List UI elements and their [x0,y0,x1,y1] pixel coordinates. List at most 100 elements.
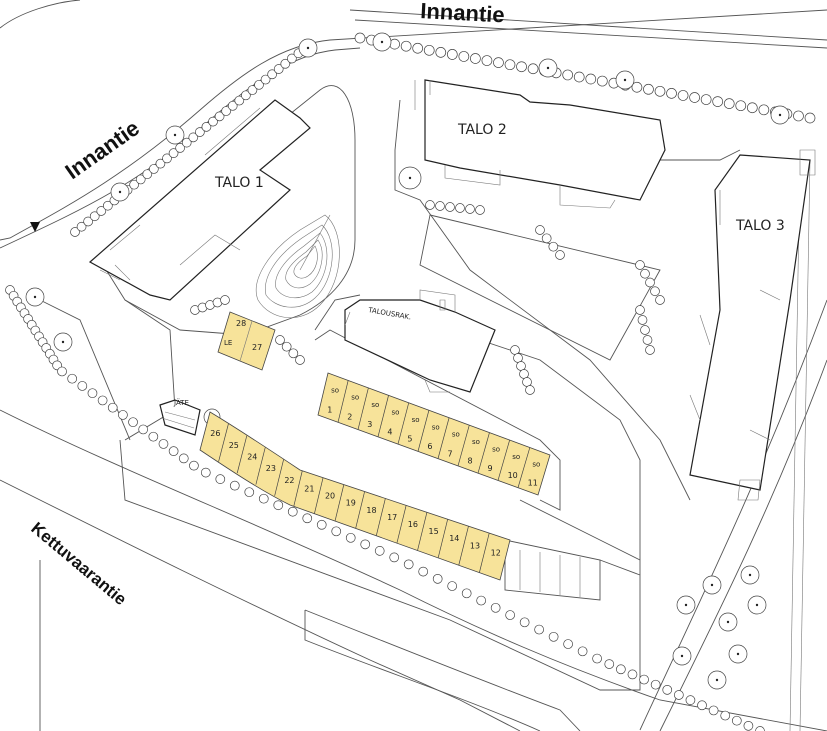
street-label-innantie-top: Innantie [420,0,506,27]
tree [735,100,747,112]
tree [585,73,597,85]
parking-divider [458,526,469,566]
tree [178,453,189,464]
tree [418,566,429,577]
parking-divider [218,423,229,462]
tree [723,98,735,109]
parking-divider [479,532,490,573]
tree [87,388,98,399]
tree [149,164,159,174]
parking-divider [437,519,449,558]
tree [677,90,689,101]
parking-stall-number: 4 [387,427,392,436]
tree [96,206,107,216]
tree [89,211,100,222]
tree [465,204,475,214]
tree [535,225,545,235]
parking-mark: so [512,453,520,461]
parking-stall-number: 8 [468,457,473,466]
parking-divider [274,459,284,496]
parking-stall-number: 13 [470,541,480,550]
parking-mark: so [472,438,480,446]
tree [673,690,684,700]
tree [755,726,765,731]
tree [505,610,515,620]
tree [360,539,371,550]
tree [447,581,458,591]
parking-divider [337,380,349,423]
tree [635,305,645,315]
tree [493,57,504,68]
parking-stall-number: 7 [447,449,452,458]
tree-trunk [173,133,177,137]
tree [260,74,271,85]
tree [302,513,313,524]
tree [83,216,93,227]
tree [616,664,626,675]
tree [201,122,212,132]
parking-stall-number: 21 [304,485,314,494]
tree [731,715,742,726]
tree-trunk [546,66,550,70]
tree [635,260,645,270]
tree [188,132,199,143]
parking-stall-number: 16 [408,520,418,529]
tree [640,325,650,335]
tree [654,85,666,97]
parking-divider [417,512,428,551]
tree [295,355,305,365]
tree [412,42,424,54]
tree [316,519,327,530]
tree [354,32,366,44]
building-talo-1 [88,99,311,301]
tree-trunk [726,620,730,624]
parking-divider [457,425,470,467]
tree [275,335,285,345]
parking-stall-number: 12 [491,548,501,557]
tree [596,75,608,87]
building-talousrak [344,289,496,393]
tree [470,53,481,64]
tree [97,395,108,406]
tree [604,659,615,669]
parking-stall-number: 5 [407,435,412,444]
tree [534,624,544,635]
tree [77,381,88,391]
tree [129,179,139,190]
tree [435,47,447,58]
tree [666,88,677,99]
parking-divider [375,498,386,536]
parking-stall-number: 2 [347,413,352,422]
tree [234,95,245,106]
tree [522,377,532,387]
tree [445,202,455,212]
parking-divider [255,447,266,485]
tree [103,200,113,211]
parking-mark: so [351,394,359,402]
tree-trunk [408,176,412,180]
tree [525,385,535,395]
parking-divider [314,477,324,514]
tree [118,410,128,420]
tree [175,143,185,153]
tree-trunk [680,654,684,658]
parking-divider [397,402,410,445]
tree [548,631,559,642]
parking-stall-number: 14 [449,534,459,543]
tree [158,439,169,449]
building-label-talo-1: TALO 1 [214,175,264,191]
tree [513,353,523,363]
tree [142,169,153,180]
tree [746,102,758,114]
parking-mark: so [371,401,379,409]
tree-trunk [778,113,782,117]
tree [689,92,700,103]
tree [389,552,400,563]
parking-stall-number: 9 [488,464,493,473]
parking-divider [396,505,407,544]
parking-stall-number: 18 [366,506,376,515]
tree [645,345,655,355]
tree [215,474,226,484]
tree [793,110,804,122]
